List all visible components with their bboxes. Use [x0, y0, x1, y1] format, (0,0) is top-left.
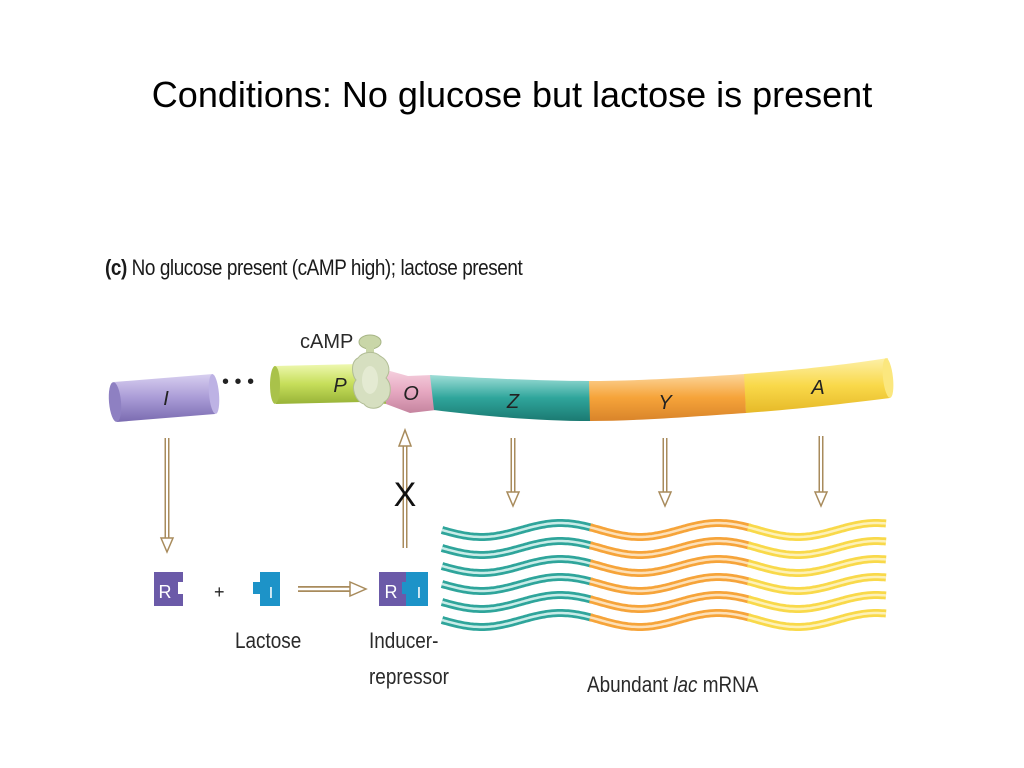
- mrna-z-strand-highlight: [441, 539, 593, 557]
- operator-label: O: [403, 383, 419, 405]
- gene-z-label: Z: [506, 391, 520, 413]
- repressor-letter: R: [159, 582, 172, 602]
- cap-camp-complex: [352, 334, 391, 409]
- arrow-y-to-mrna: [657, 438, 673, 508]
- mrna-z-strand-highlight: [441, 557, 593, 575]
- mrna-a-strand-highlight: [747, 557, 887, 575]
- inducer-label-line1: Inducer-: [369, 628, 439, 653]
- inducer-repressor-complex: R I: [379, 572, 428, 606]
- mrna-label-prefix: Abundant: [587, 672, 674, 697]
- blocked-binding-arrow: X: [394, 427, 417, 548]
- blocked-x-mark: X: [394, 476, 417, 514]
- repressor-protein: R: [154, 572, 183, 606]
- panel-condition: (c) No glucose present (cAMP high); lact…: [105, 255, 523, 281]
- mrna-label-suffix: mRNA: [697, 672, 759, 697]
- mrna-z-strand-highlight: [441, 575, 593, 593]
- gene-y-label: Y: [658, 392, 673, 414]
- mrna-z-strand-highlight: [441, 521, 593, 539]
- mrna-label: Abundant lac mRNA: [587, 672, 758, 698]
- condition-text: No glucose present (cAMP high); lactose …: [131, 255, 523, 280]
- complex-inducer-letter: I: [417, 585, 421, 602]
- mrna-z-strand-highlight: [441, 611, 593, 629]
- mrna-y-strand-highlight: [589, 611, 751, 629]
- inducer-label-line2: repressor: [369, 664, 449, 689]
- operator-segment: O: [383, 369, 436, 413]
- mrna-a-strand-highlight: [747, 539, 887, 557]
- gene-a-label: A: [810, 377, 824, 399]
- gene-i-segment: I: [108, 374, 220, 422]
- mrna-y-strand-highlight: [589, 557, 751, 575]
- mrna-z-strand-highlight: [441, 593, 593, 611]
- slide-title: Conditions: No glucose but lactose is pr…: [151, 74, 873, 115]
- dna-gap-dots: • • •: [222, 371, 254, 393]
- complex-repressor-letter: R: [385, 582, 398, 602]
- mrna-y-strand-highlight: [589, 593, 751, 611]
- gene-y-segment: Y: [589, 374, 746, 421]
- mrna-y-strand-highlight: [589, 575, 751, 593]
- mrna-a-strand-highlight: [747, 593, 887, 611]
- plus-sign: +: [214, 582, 225, 602]
- gene-a-segment: A: [744, 358, 894, 413]
- arrow-i-to-repressor: [159, 438, 175, 554]
- arrow-a-to-mrna: [813, 436, 829, 508]
- arrow-z-to-mrna: [505, 438, 521, 508]
- mrna-a-strand-highlight: [747, 611, 887, 629]
- mrna-a-strand-highlight: [747, 521, 887, 539]
- lac-mrna-strands: [440, 519, 887, 631]
- camp-label: cAMP: [300, 331, 353, 353]
- mrna-y-strand-highlight: [589, 539, 751, 557]
- promoter-label: P: [333, 375, 347, 397]
- mrna-y-strand-highlight: [589, 521, 751, 539]
- inducer-letter: I: [269, 585, 273, 602]
- mrna-a-strand-highlight: [747, 575, 887, 593]
- gene-z-segment: Z: [430, 375, 590, 421]
- panel-letter: (c): [105, 255, 127, 280]
- lactose-molecule: I: [253, 572, 280, 606]
- lactose-label: Lactose: [235, 628, 302, 653]
- reaction-arrow: [298, 580, 368, 598]
- gene-i-label: I: [163, 388, 169, 410]
- mrna-label-lac: lac: [673, 672, 698, 697]
